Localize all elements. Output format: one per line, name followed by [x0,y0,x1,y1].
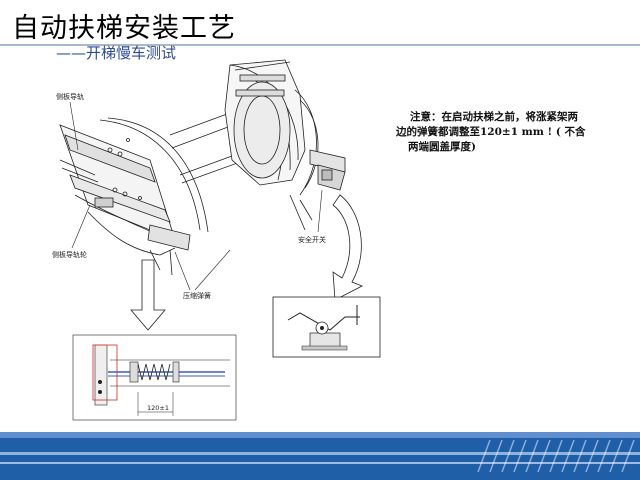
spring-section-detail [72,334,237,421]
title-divider [0,44,640,46]
note-line-1: 注意：在启动扶梯之前，将涨紧架两 [410,111,578,123]
note-line-3: 两端圆盖厚度) [408,141,476,153]
label-safety-switch: 安全开关 [298,236,326,244]
carriage-isometric [59,59,346,276]
arrow-down-left [130,259,166,331]
note-text: 注意：在启动扶梯之前，将涨紧架两 边的弹簧都调整至120±1 mm ! ( 不含… [396,110,611,155]
label-side-guide-wheel: 侧板导轨轮 [52,251,87,259]
page-title: 自动扶梯安装工艺 [12,13,236,44]
leader-lines [69,101,323,291]
label-side-guide-rail: 侧板导轨 [56,93,84,101]
label-dimension: 120±1 [147,404,169,412]
note-line-2: 边的弹簧都调整至120±1 mm ! ( 不含 [396,126,586,138]
arrow-curve-right [332,194,363,301]
safety-switch-detail [272,296,381,358]
footer-band [0,432,640,480]
label-compression-spring: 压缩弹簧 [183,292,211,300]
page-subtitle: ——开梯慢车测试 [56,44,177,62]
footer-hatch [477,439,635,473]
